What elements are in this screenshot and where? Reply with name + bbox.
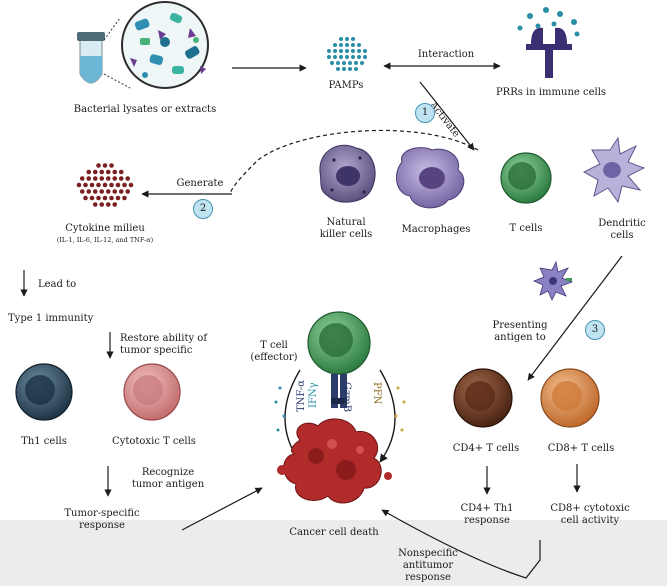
ifn-gamma-label: IFNγ [308,382,319,408]
dendritic-label-2: cells [610,230,634,241]
th1-cell-icon [15,363,73,421]
step-badge-3: 3 [585,320,605,340]
gzmb-pfn-arc [379,369,396,463]
dendritic-label-1: Dendritic [598,218,646,229]
cd4-th1-response-label-2: response [464,515,510,526]
tnf-alpha-label: TNF-α [296,379,307,412]
bacterial-lysates-label: Bacterial lysates or extracts [73,104,217,115]
prrs-label: PRRs in immune cells [495,87,607,98]
cytokine-list-label: (IL-1, IL-6, IL-12, and TNF-α) [56,236,154,244]
cytokine-icon [76,163,134,207]
t-cell-effector-label-1: T cell [260,340,288,351]
macrophage-icon [395,147,465,209]
presenting-label-2: antigen to [494,332,546,343]
recognize-label-1: Recognize [141,467,195,478]
bacterial-lysate-icon [77,1,209,89]
cd8-cytotoxic-label-1: CD8+ cytotoxic [550,503,630,514]
type1-immunity-label: Type 1 immunity [8,313,94,324]
gzmb-label: GzmB [341,382,352,413]
cd4-t-cell-icon [453,368,513,428]
th1-cells-label: Th1 cells [21,436,67,447]
presenting-label-1: Presenting [492,320,548,331]
cancer-cell-death-label: Cancer cell death [289,527,379,538]
tumor-specific-label-2: response [79,520,125,531]
tumor-specific-label-1: Tumor-specific [64,508,140,519]
small-dendritic-cell-icon [532,260,574,301]
bottom-band [0,520,667,586]
pamps-icon [327,37,367,71]
nonspecific-label-2: antitumor [402,560,454,571]
pamps-label: PAMPs [328,80,364,91]
cancer-cell-death-icon [277,418,392,504]
natural-killer-label-1: Natural [326,217,366,228]
secreted-granules [274,386,406,432]
pfn-label: PFN [371,382,382,405]
t-cell-icon [500,152,552,204]
generate-label: Generate [176,178,224,189]
natural-killer-label-2: killer cells [319,229,373,240]
step-badge-2: 2 [193,199,213,219]
prr-receptor-icon [517,7,580,78]
interaction-label: Interaction [417,49,475,60]
cd4-th1-response-label-1: CD4+ Th1 [460,503,514,514]
macrophages-label: Macrophages [401,224,471,235]
cytokine-milieu-label: Cytokine milieu [65,223,145,234]
restore-label-1: Restore ability of [120,333,208,344]
recognize-label-2: tumor antigen [131,479,205,490]
cd4-t-cells-label: CD4+ T cells [452,443,520,454]
cd8-t-cell-icon [540,368,600,428]
cytotoxic-t-cell-icon [123,363,181,421]
natural-killer-cell-icon [319,144,376,203]
cytotoxic-t-cells-label: Cytotoxic T cells [112,436,196,447]
step-badge-1: 1 [415,103,435,123]
nonspecific-label-1: Nonspecific [398,548,458,559]
nonspecific-label-3: response [405,572,451,583]
effector-t-cell-icon [307,311,371,408]
restore-label-2: tumor specific [120,345,193,356]
t-cells-label: T cells [509,223,543,234]
cd8-t-cells-label: CD8+ T cells [547,443,615,454]
arrows [20,62,623,579]
dendritic-cell-icon [582,136,646,204]
cd8-cytotoxic-label-2: cell activity [560,515,620,526]
t-cell-effector-label-2: (effector) [250,352,298,363]
lead-to-label: Lead to [38,279,77,290]
